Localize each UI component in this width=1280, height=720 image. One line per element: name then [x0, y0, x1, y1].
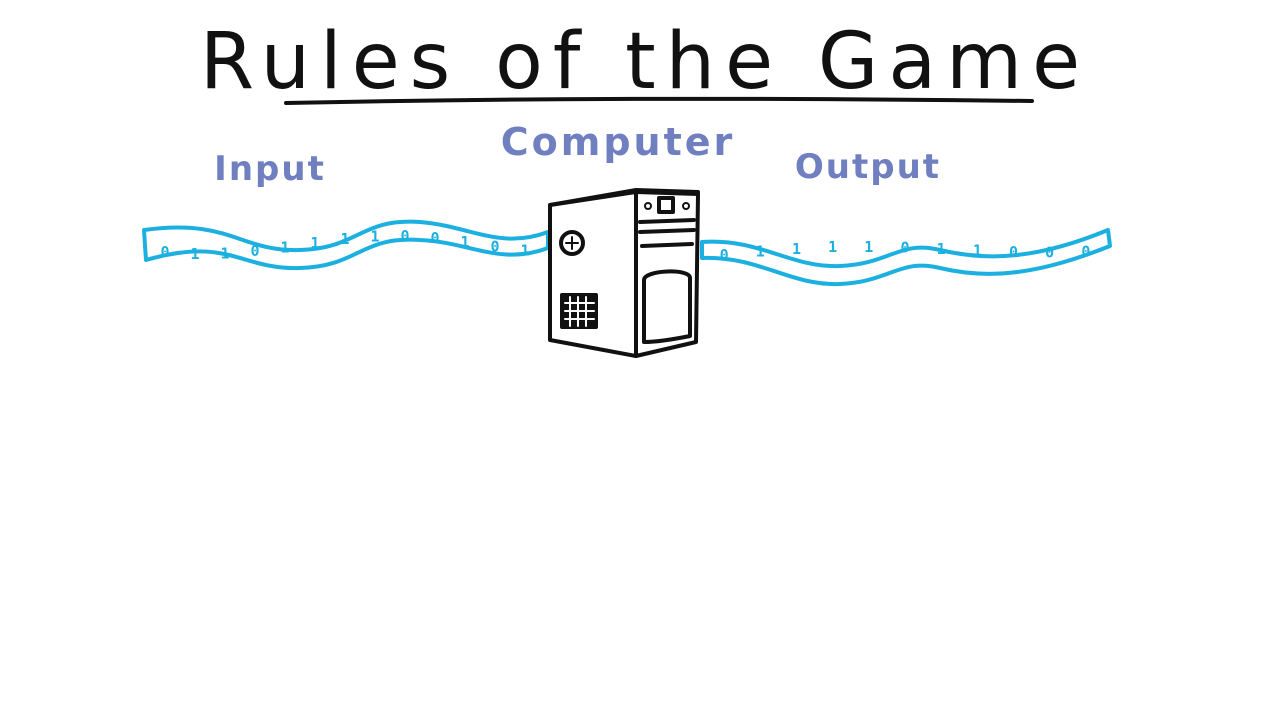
page-title: Rules of the Game — [200, 17, 1090, 107]
vent-grid-icon — [560, 293, 598, 329]
computer-label: Computer — [501, 120, 736, 164]
tape-bit: 1 — [828, 238, 837, 256]
tape-bit: 0 — [490, 237, 499, 255]
title-underline — [284, 96, 1034, 105]
tape-bit: 1 — [937, 240, 946, 258]
tape-bit: 1 — [792, 240, 801, 258]
tape-bit: 0 — [1009, 243, 1018, 261]
tape-bit: 1 — [340, 230, 349, 248]
tape-bit: 0 — [400, 227, 409, 245]
tape-bit: 0 — [720, 246, 729, 264]
output-label: Output — [795, 147, 941, 187]
tape-bit: 1 — [280, 238, 289, 256]
tape-bit: 1 — [190, 245, 199, 263]
output-tape-bits: 0 1 1 1 1 0 1 1 0 0 0 — [720, 238, 1091, 264]
tape-bit: 1 — [520, 242, 529, 260]
output-tape-band — [700, 228, 1112, 287]
output-tape: 0 1 1 1 1 0 1 1 0 0 0 — [700, 228, 1112, 287]
tape-bit: 1 — [756, 243, 765, 261]
tape-bit: 1 — [370, 227, 379, 245]
tape-bit: 0 — [1045, 243, 1054, 261]
tape-bit: 0 — [900, 239, 909, 257]
input-tape-bits: 0 1 1 0 1 1 1 1 0 0 1 0 1 — [160, 227, 529, 263]
tape-bit: 1 — [310, 234, 319, 252]
computer-tower-icon — [548, 188, 700, 358]
tape-bit: 1 — [973, 242, 982, 260]
input-tape: 0 1 1 0 1 1 1 1 0 0 1 0 1 — [142, 219, 550, 271]
tape-bit: 0 — [250, 242, 259, 260]
tape-bit: 1 — [864, 238, 873, 256]
tape-bit: 0 — [430, 229, 439, 247]
tape-bit: 0 — [1081, 243, 1090, 261]
input-label: Input — [214, 149, 326, 189]
tape-bit: 0 — [160, 243, 169, 261]
tape-bit: 1 — [460, 233, 469, 251]
tape-bit: 1 — [220, 245, 229, 263]
